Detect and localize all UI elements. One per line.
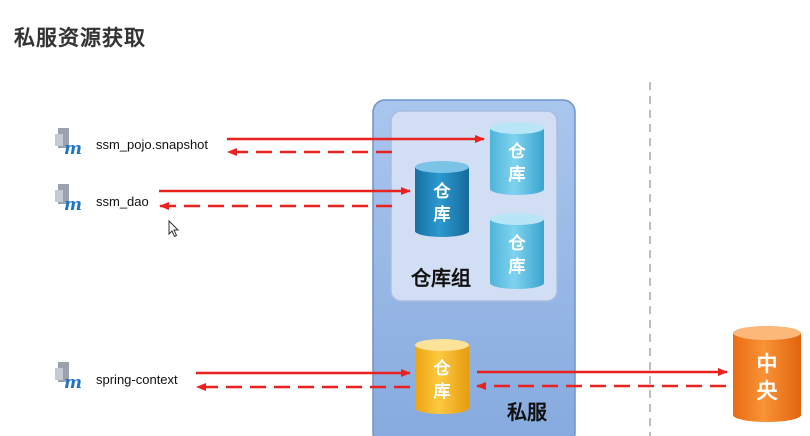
- repository-label-line2: 库: [434, 381, 451, 402]
- repository-cylinder-private: 仓 库: [415, 339, 469, 414]
- module-label-pojo: ssm_pojo.snapshot: [96, 137, 208, 152]
- mouse-cursor-icon: [168, 219, 180, 238]
- module-label-spring: spring-context: [96, 372, 178, 387]
- svg-text:m: m: [64, 195, 82, 215]
- repository-label-line1: 仓: [508, 141, 527, 162]
- repository-label-line1: 仓: [508, 233, 527, 254]
- repository-cylinder-middle: 仓 库: [415, 161, 469, 237]
- page-title: 私服资源获取: [14, 26, 146, 50]
- repository-label-line1: 仓: [433, 358, 452, 379]
- maven-module-icon: m: [55, 362, 82, 393]
- repository-label-line1: 仓: [433, 181, 452, 202]
- repository-label-line2: 库: [509, 164, 526, 185]
- svg-text:m: m: [64, 139, 82, 159]
- repository-cylinder-top-right: 仓 库: [490, 122, 544, 195]
- repository-label-line2: 库: [434, 204, 451, 225]
- repository-label-line2: 库: [509, 256, 526, 277]
- maven-module-icon: m: [55, 128, 82, 159]
- repository-group-label: 仓库组: [410, 266, 471, 290]
- maven-module-icon: m: [55, 184, 82, 215]
- svg-text:m: m: [64, 373, 82, 393]
- module-label-dao: ssm_dao: [96, 194, 149, 209]
- repository-cylinder-bottom-right: 仓 库: [490, 213, 544, 289]
- private-server-label: 私服: [507, 400, 548, 424]
- central-repository-cylinder: 中 央: [733, 326, 801, 422]
- central-label-line1: 中: [757, 352, 778, 376]
- central-label-line2: 央: [757, 379, 779, 403]
